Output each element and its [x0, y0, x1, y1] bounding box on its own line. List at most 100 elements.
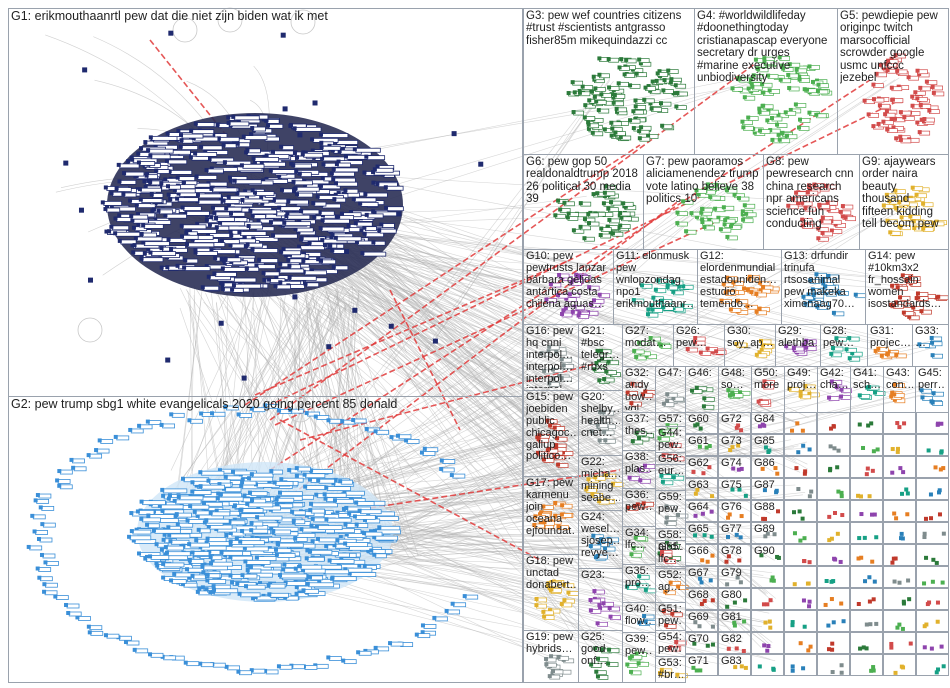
g1-label-node	[320, 210, 335, 216]
g2-node	[303, 484, 308, 489]
g1-node	[166, 237, 171, 242]
g1-label-node	[356, 221, 373, 227]
group-node	[609, 200, 614, 205]
g1-label-node	[386, 206, 404, 212]
g1-node	[360, 251, 365, 256]
group-node	[665, 398, 670, 403]
edge-line	[249, 79, 896, 499]
edge-line	[336, 286, 363, 499]
group-node	[542, 614, 547, 619]
g1-node	[371, 170, 376, 175]
g1-node	[292, 188, 297, 193]
group-node	[577, 90, 582, 95]
group-node	[928, 492, 933, 497]
self-loop	[172, 17, 198, 43]
g2-node	[228, 531, 233, 536]
g1-label-node	[231, 243, 245, 249]
g1-node	[220, 284, 225, 289]
group-node	[865, 466, 870, 471]
g2-node	[327, 558, 332, 563]
g2-label-node	[340, 479, 353, 485]
group-node	[564, 296, 569, 301]
group-node	[607, 217, 612, 222]
g2-node	[166, 496, 171, 501]
group-node	[598, 233, 603, 238]
group-node	[601, 410, 606, 415]
group-node	[908, 641, 913, 646]
g1-node	[142, 251, 147, 256]
g2-node	[304, 576, 309, 581]
group-node	[762, 423, 767, 428]
group-node	[759, 338, 764, 343]
g1-node	[330, 232, 335, 237]
g1-label-node	[375, 167, 394, 173]
group-frame-small	[883, 632, 916, 654]
group-node	[714, 182, 719, 187]
g1-label-node	[253, 248, 279, 253]
g2-node	[344, 505, 349, 510]
g2-node	[250, 498, 255, 503]
group-node	[693, 491, 698, 496]
g1-label-node	[244, 135, 268, 141]
group-node	[798, 393, 803, 398]
g1-label-node	[214, 272, 237, 277]
group-node	[544, 656, 549, 661]
g2-node	[310, 539, 315, 544]
group-frame-small	[718, 412, 751, 434]
g1-label-node	[226, 206, 243, 212]
g2-node	[154, 561, 159, 566]
group-node	[709, 534, 714, 539]
group-node	[547, 344, 552, 349]
group-node	[831, 346, 836, 351]
g1-label-node	[279, 206, 301, 212]
group-node	[588, 419, 593, 424]
g1-node	[200, 285, 205, 290]
g2-label-node	[374, 553, 387, 559]
g2-node	[209, 561, 214, 566]
g1-label-node	[195, 151, 218, 157]
group-node	[567, 292, 572, 297]
group-node	[858, 494, 863, 499]
g1-node	[239, 163, 244, 168]
group-node	[658, 101, 663, 106]
group-node	[807, 110, 812, 115]
g1-node	[334, 181, 339, 186]
group-node	[557, 272, 562, 277]
group-node	[937, 512, 942, 517]
group-node	[727, 512, 732, 517]
group-node	[606, 661, 611, 666]
g2-node	[205, 578, 210, 583]
group-node	[756, 399, 761, 404]
g2-isolate-node	[29, 545, 43, 551]
group-node	[784, 133, 789, 138]
group-node	[622, 72, 627, 77]
g2-node	[282, 562, 287, 567]
group-node	[875, 447, 880, 452]
g2-isolate-node	[183, 660, 188, 665]
g2-isolate-node	[96, 448, 110, 454]
group-node	[742, 286, 747, 291]
group-node	[694, 214, 699, 219]
group-node	[730, 487, 735, 492]
group-frame-small	[784, 588, 817, 610]
edge-line	[308, 211, 794, 422]
g1-node	[332, 197, 337, 202]
group-frame-small	[916, 632, 949, 654]
g2-label-node	[162, 488, 188, 494]
group-node	[899, 215, 904, 220]
group-node	[765, 648, 770, 653]
group-node	[885, 127, 890, 132]
g1-label-node	[136, 236, 163, 242]
edge-line	[328, 251, 709, 601]
group-node	[619, 215, 624, 220]
group-node	[737, 77, 742, 82]
g1-node	[235, 190, 240, 195]
group-frame-small	[751, 522, 784, 544]
group-node	[541, 504, 546, 509]
group-node	[867, 494, 872, 499]
g1-node	[159, 181, 164, 186]
group-node	[874, 71, 879, 76]
group-node	[705, 559, 710, 564]
g2-node	[175, 522, 180, 527]
group-node	[570, 309, 575, 314]
